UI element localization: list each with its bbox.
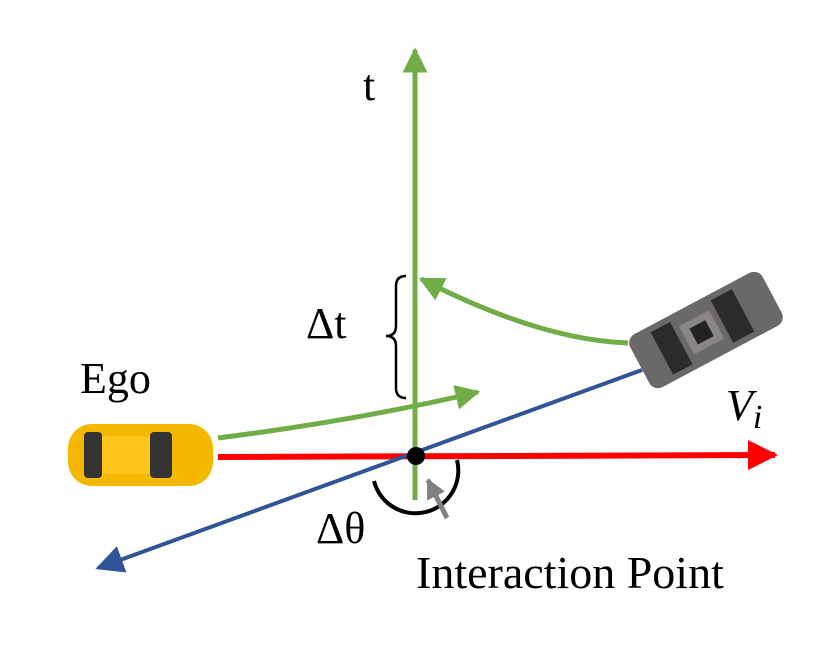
vehicle-label: Vi xyxy=(726,381,762,436)
other-vehicle-icon xyxy=(629,271,783,389)
pointer-arrow xyxy=(425,478,450,520)
delta-t-brace xyxy=(385,274,407,400)
interaction-point-label: Interaction Point xyxy=(416,547,724,598)
other-vehicle-path-arrow xyxy=(95,368,643,573)
ego-car-icon xyxy=(68,424,213,486)
delta-t-label: Δt xyxy=(306,299,347,348)
ego-path-arrow xyxy=(217,440,778,471)
vehicle-label-subscript: i xyxy=(753,399,762,436)
delta-theta-label: Δθ xyxy=(316,504,365,553)
angle-arc xyxy=(372,459,461,516)
ego-trajectory-curve xyxy=(217,385,481,441)
time-axis-label: t xyxy=(363,61,375,110)
vehicle-trajectory-curve xyxy=(418,276,629,346)
interaction-point-dot xyxy=(407,447,425,465)
vehicle-label-main: V xyxy=(726,381,758,430)
ego-label: Ego xyxy=(80,354,151,403)
